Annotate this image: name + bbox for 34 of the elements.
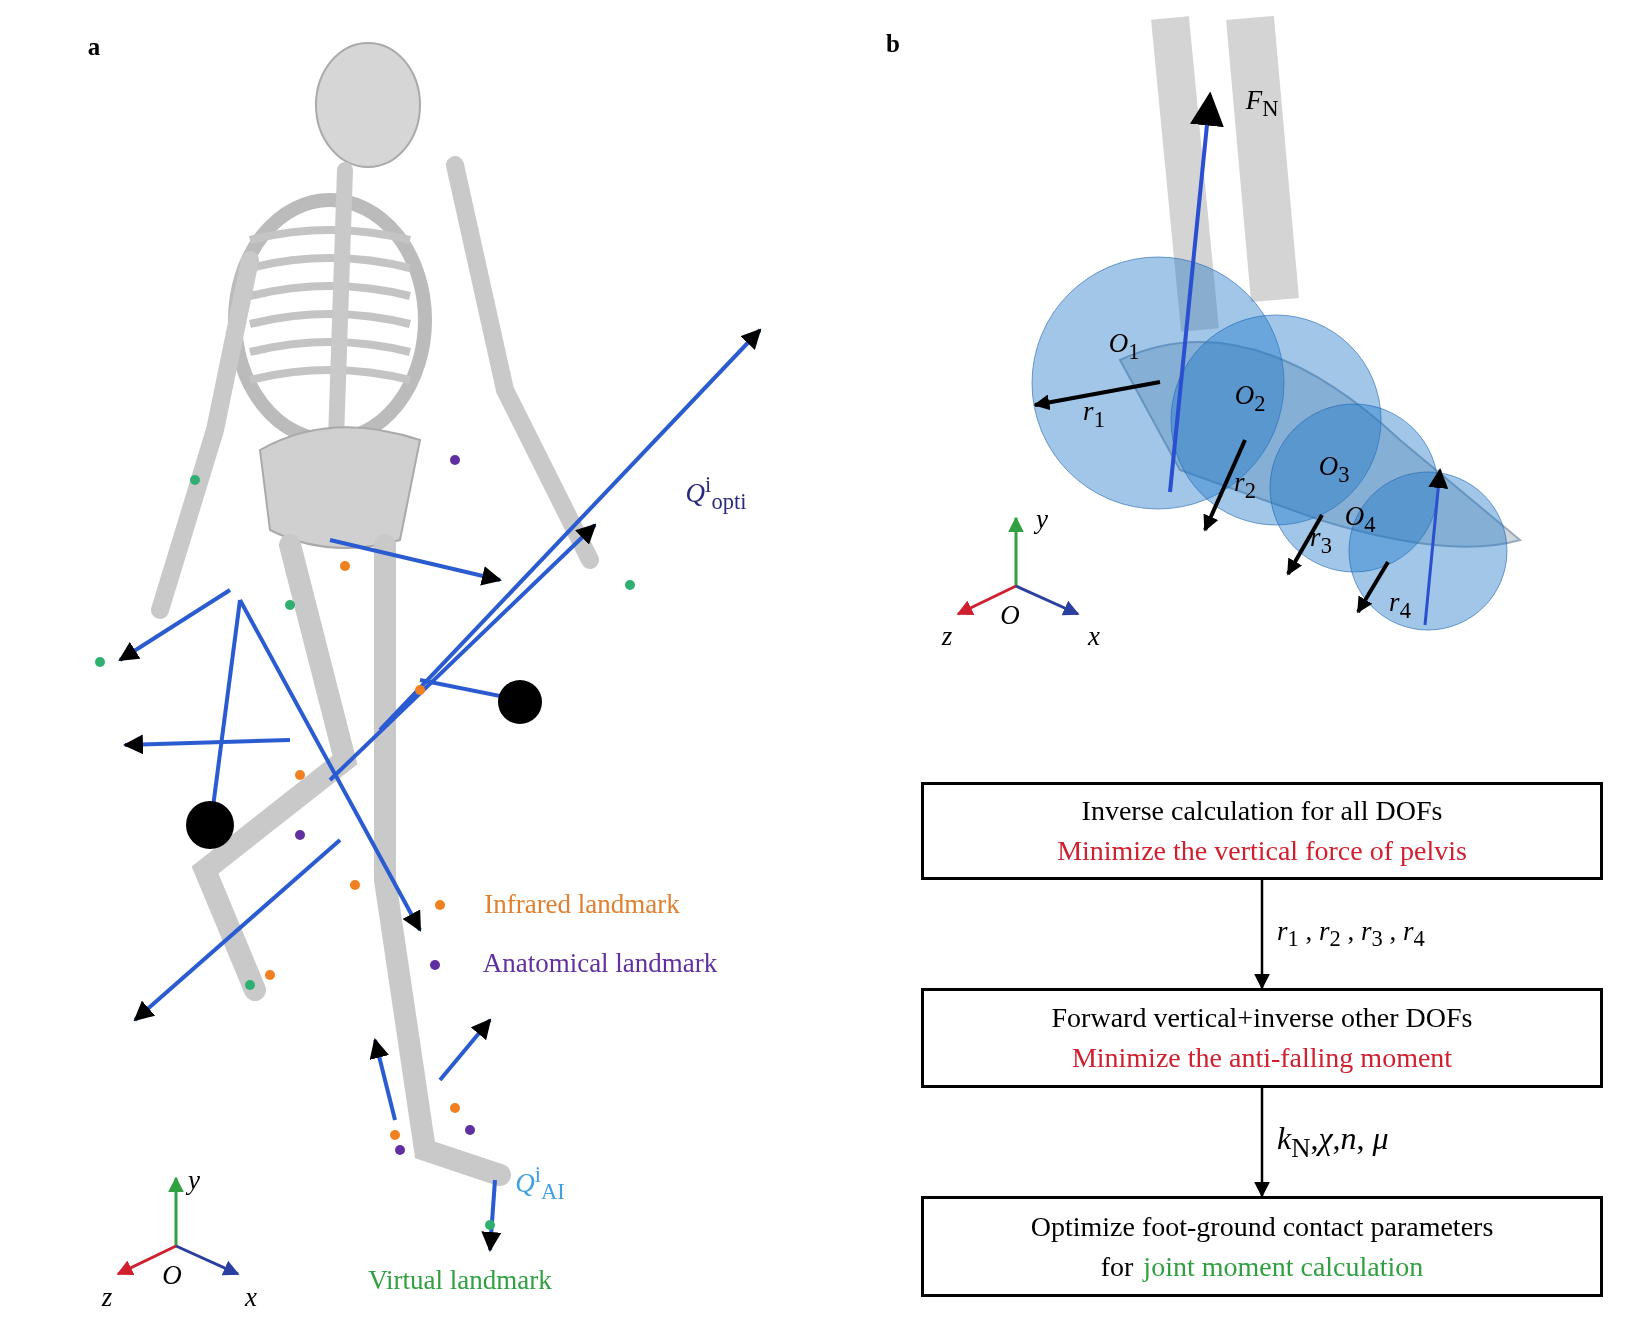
- legend-text: Infrared landmark: [484, 890, 680, 920]
- symbol-label: O$_{1}$: [1108, 329, 1140, 365]
- process-box: [921, 988, 1603, 1088]
- arrow: [1254, 1088, 1270, 1198]
- axis-label: O: [1000, 601, 1020, 631]
- box-text: Forward vertical+inverse other DOFs: [1051, 1002, 1473, 1034]
- symbol-label: r$_{1}$: [1083, 397, 1105, 433]
- axis-label: x: [1088, 622, 1100, 652]
- symbol-label: r$_{2}$: [1234, 468, 1256, 504]
- panel-label: a: [87, 33, 101, 61]
- panel-label: b: [886, 30, 900, 58]
- symbol-label: r$_{3}$: [1310, 523, 1332, 559]
- symbol-label: r$_{4}$: [1389, 588, 1411, 624]
- axis-label: z: [101, 1283, 113, 1313]
- symbol-label: F$_{N}$: [1245, 86, 1279, 122]
- legend-text: Virtual landmark: [368, 1266, 552, 1296]
- box-text: joint moment calculation: [1143, 1250, 1424, 1283]
- box-text: Inverse calculation for all DOFs: [1081, 795, 1443, 827]
- box-text: Optimize foot-ground contact parameters: [1030, 1210, 1494, 1243]
- axis-label: x: [245, 1283, 257, 1313]
- symbol-label: O$_{4}$: [1344, 502, 1376, 538]
- process-box: [921, 782, 1603, 880]
- axis-label: y: [188, 1166, 200, 1196]
- axis-label: z: [941, 622, 953, 652]
- process-box: [921, 1196, 1603, 1297]
- axis-label: O: [162, 1261, 182, 1291]
- axis-label: y: [1036, 505, 1048, 535]
- symbol-label: O$_{3}$: [1318, 452, 1350, 488]
- box-text: for: [1100, 1250, 1134, 1283]
- box-text: Minimize the anti-falling moment: [1071, 1042, 1453, 1074]
- legend-text: Anatomical landmark: [482, 949, 718, 979]
- box-text: Minimize the vertical force of pelvis: [1057, 835, 1467, 867]
- symbol-label: O$_{2}$: [1234, 381, 1266, 417]
- arrow: [1254, 880, 1270, 990]
